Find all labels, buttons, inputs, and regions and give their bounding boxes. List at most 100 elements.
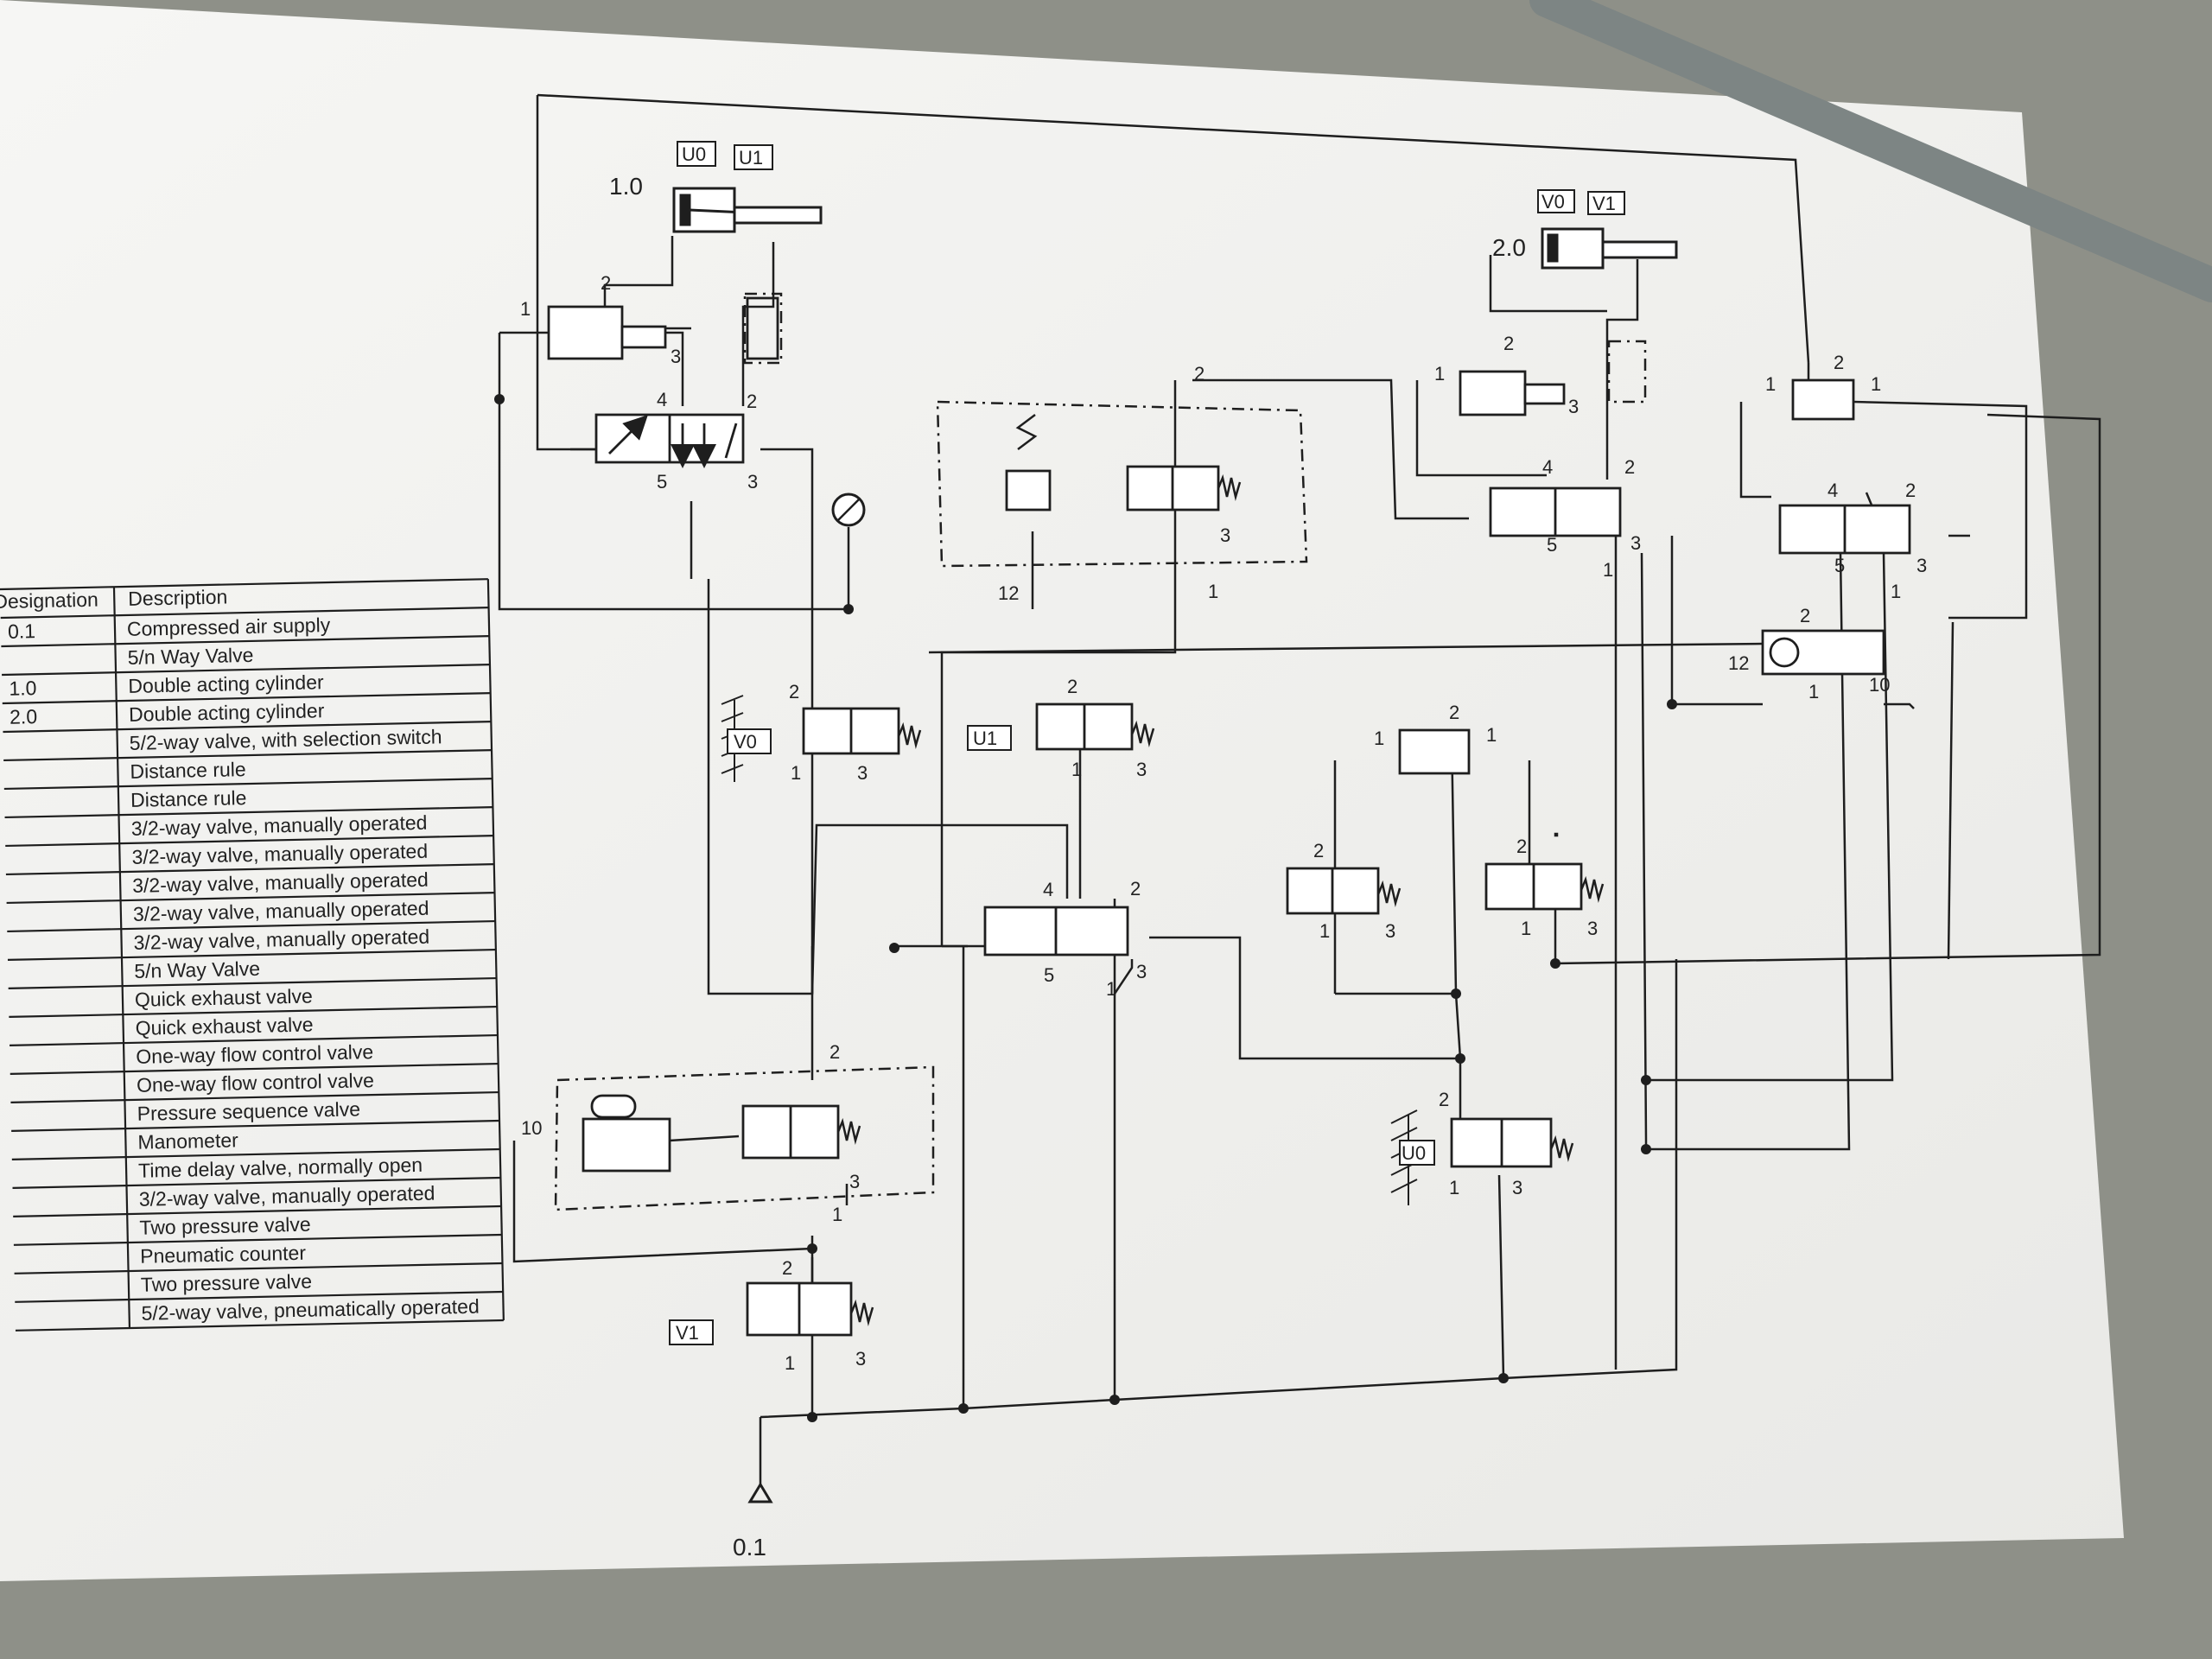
manometer-needle [837, 499, 860, 521]
port-label: 1 [1808, 681, 1819, 702]
dashed-groups [554, 292, 1647, 1211]
table-rule [3, 749, 493, 762]
table-cell-description: 5/n Way Valve [127, 644, 253, 669]
port-label: 1 [1434, 363, 1445, 385]
cylinder-1-label: 1.0 [609, 173, 643, 200]
cylinder-2-label: 2.0 [1492, 234, 1526, 261]
port-label: 1 [1891, 581, 1901, 602]
port-label: 4 [657, 389, 667, 410]
port-label: 1 [791, 762, 801, 784]
table-rule [13, 1205, 502, 1217]
tube [1529, 0, 2212, 302]
port-label: 3 [849, 1171, 860, 1192]
port-label: 1 [832, 1204, 842, 1225]
table-column-rule [486, 579, 505, 1321]
table-rule [2, 664, 490, 677]
port-label: 3 [747, 471, 758, 493]
port-label: 1 [1319, 920, 1330, 942]
port-label: 2 [1067, 676, 1077, 697]
port-label: 1 [1208, 581, 1218, 602]
port-label: 12 [1728, 652, 1749, 674]
table-rule [1, 635, 490, 648]
table-header-designation: Designation [0, 588, 99, 613]
port-label: 2 [601, 272, 611, 294]
port-label: 2 [1130, 878, 1141, 899]
port-label: 1 [1486, 724, 1497, 746]
table-cell-description: 5/n Way Valve [134, 957, 260, 982]
port-label: 3 [857, 762, 868, 784]
port-label: 1 [1521, 918, 1531, 939]
supply-label: 0.1 [733, 1534, 766, 1560]
port-label: 1 [1374, 728, 1384, 749]
table-cell-description: Compressed air supply [127, 613, 331, 640]
table-cell-description: Distance rule [130, 786, 247, 811]
table-rule [3, 778, 493, 791]
port-label: 1 [1106, 978, 1116, 1000]
port-label: 1 [1765, 373, 1776, 395]
port-label: 1 [1071, 759, 1082, 780]
cylinder-1 [672, 187, 823, 233]
table-cell-designation: 1.0 [9, 677, 37, 700]
port-label: 3 [855, 1348, 866, 1370]
sensor-u1-valve-label: U1 [973, 728, 997, 749]
port-label: 4 [1043, 879, 1053, 900]
port-label: 5 [1834, 555, 1845, 576]
port-label: 2 [1800, 605, 1810, 626]
sensor-v1-label: V1 [1592, 193, 1616, 214]
port-label: 10 [1869, 674, 1890, 696]
table-cell-description: One-way flow control valve [137, 1069, 374, 1096]
springs [836, 414, 1605, 1326]
table-rule [7, 919, 496, 933]
table-rule [15, 1319, 504, 1332]
port-label: 3 [1512, 1177, 1522, 1198]
table-rule [13, 1233, 502, 1246]
table-grid [0, 578, 505, 1332]
table-rule [10, 1033, 498, 1046]
sensor-u0-valve-label: U0 [1402, 1142, 1426, 1164]
port-label: 3 [1587, 918, 1598, 939]
table-cell-designation: 2.0 [10, 705, 38, 728]
port-label: 2 [747, 391, 757, 412]
port-label: 3 [671, 346, 681, 367]
port-label: 3 [1568, 396, 1579, 417]
port-label: 3 [1136, 759, 1147, 780]
port-label: 2 [1516, 836, 1527, 857]
port-label: 2 [1905, 480, 1916, 501]
port-label: 1 [1871, 373, 1881, 395]
table-rule [5, 862, 494, 876]
table-cell-description: Double acting cylinder [128, 671, 324, 697]
sensor-v0-label: V0 [1541, 191, 1565, 213]
table-rule [9, 1005, 498, 1018]
port-label: 3 [1385, 920, 1395, 942]
table-cell-description: Two pressure valve [139, 1213, 311, 1239]
port-label: 2 [1313, 840, 1324, 861]
port-label: 2 [830, 1041, 840, 1063]
table-cell-designation: 0.1 [8, 620, 36, 643]
table-cell-description: Distance rule [130, 758, 246, 783]
port-label: 4 [1542, 456, 1553, 478]
junction-dots [494, 394, 1677, 1422]
port-label: 3 [1136, 961, 1147, 982]
table-rule [0, 607, 489, 620]
table-cell-description: Pneumatic counter [140, 1242, 307, 1268]
port-label: 2 [782, 1257, 792, 1279]
port-labels: 1 2 3 4 2 5 3 2 3 12 1 1 2 3 4 2 5 3 1 2… [520, 272, 1927, 1374]
table-cell-description: Pressure sequence valve [137, 1097, 360, 1124]
port-label: 5 [657, 471, 667, 493]
table-cell-description: Manometer [137, 1128, 238, 1153]
table-header-description: Description [128, 585, 228, 609]
table-rule [0, 578, 488, 591]
port-label: 10 [521, 1117, 542, 1139]
supply-triangle [747, 1482, 773, 1503]
sensor-v1-valve-label: V1 [676, 1322, 699, 1344]
table-cell-description: Double acting cylinder [129, 699, 325, 726]
port-label: 2 [789, 681, 799, 702]
port-label: 1 [785, 1352, 795, 1374]
port-label: 4 [1827, 480, 1838, 501]
port-label: 5 [1044, 964, 1054, 986]
table-rule [5, 835, 494, 848]
table-rule [4, 806, 493, 819]
table-cell-description: Quick exhaust valve [135, 1014, 313, 1039]
port-label: 5 [1547, 534, 1557, 556]
